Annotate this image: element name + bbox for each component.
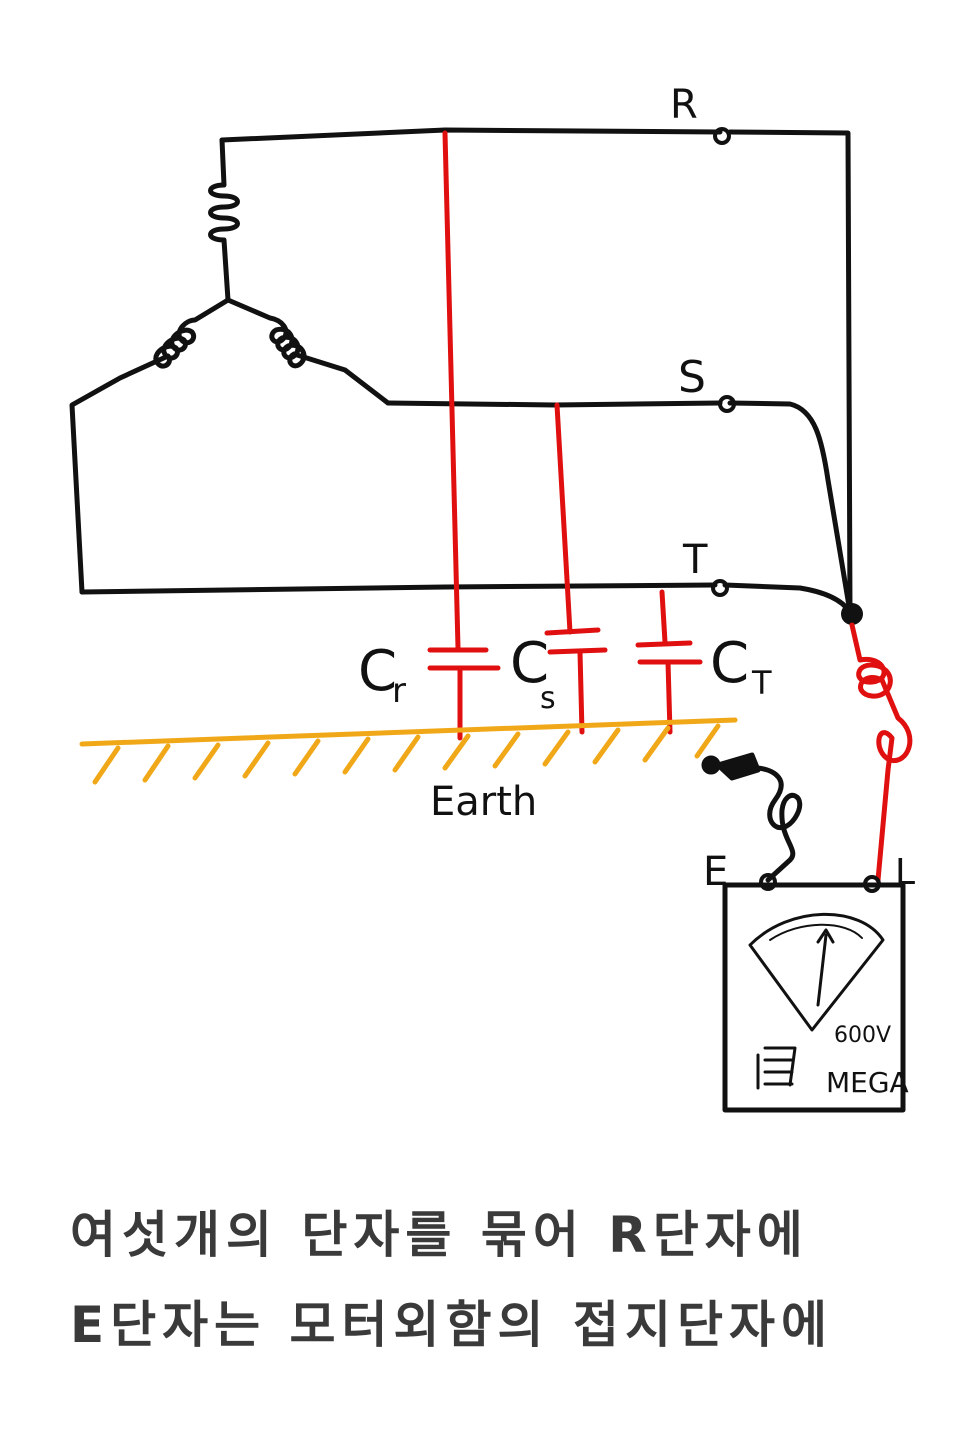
cap-s-lead-bottom: [577, 649, 585, 735]
cap-t-label: C T: [710, 631, 772, 702]
junction-dot: [841, 603, 863, 625]
terminal-r: [713, 127, 731, 145]
megger-body: [722, 882, 906, 1113]
megger-dial: [748, 912, 885, 1032]
capacitors: [427, 130, 913, 883]
megger-logo-icon: [756, 1046, 797, 1090]
terminal-s: [718, 395, 736, 413]
earth-label: Earth: [430, 779, 537, 825]
cap-t-lead-top: [659, 589, 668, 645]
megger-e-label: E: [703, 849, 728, 895]
cap-r-lead-top: [442, 130, 461, 651]
lead-l-wire: [849, 622, 913, 883]
terminal-s-label: S: [678, 352, 706, 403]
cap-t-label-sub: T: [751, 664, 772, 702]
winding-right: [225, 297, 391, 406]
cap-t-label-main: C: [710, 631, 749, 696]
terminal-t-label: T: [682, 537, 708, 583]
cap-r-label-main: C: [358, 639, 397, 704]
earth-line: [79, 717, 738, 747]
megger-scale: [769, 923, 863, 941]
earth-ground: [79, 717, 738, 785]
megger-name-label: MEGA: [826, 1066, 909, 1099]
cap-r-label: C r: [358, 639, 406, 711]
line-r: [219, 127, 853, 615]
winding-left: [69, 297, 231, 595]
lead-e-clip: [715, 752, 761, 781]
cap-r-label-sub: r: [392, 671, 406, 711]
cap-s-plate-bottom: [547, 647, 608, 655]
megger-terminal-l: [863, 875, 881, 893]
terminal-t: [711, 579, 729, 597]
line-t: [79, 582, 853, 615]
cap-s-plate-top: [544, 627, 601, 636]
megger-voltage-label: 600V: [834, 1023, 891, 1048]
cap-t-plate-top: [635, 640, 693, 648]
caption-line-2: E단자는 모터외함의 접지단자에: [70, 1296, 833, 1354]
megger: [722, 873, 906, 1113]
earth-hatch: [92, 723, 721, 785]
lead-e-wire: [755, 765, 803, 883]
terminal-r-label: R: [670, 82, 698, 128]
megger-needle: [816, 928, 835, 1007]
cap-s-label: C s: [510, 631, 556, 716]
megger-terminal-e: [759, 873, 777, 891]
cap-s-lead-top: [554, 402, 573, 635]
cap-s-label-sub: s: [540, 681, 556, 716]
motor-windings: [69, 127, 853, 615]
lead-e: [701, 752, 803, 883]
winding-top: [208, 137, 240, 303]
megger-l-label: L: [895, 852, 915, 893]
cap-s-label-main: C: [510, 631, 549, 696]
caption-line-1: 여섯개의 단자를 묶어 R단자에: [70, 1206, 809, 1264]
